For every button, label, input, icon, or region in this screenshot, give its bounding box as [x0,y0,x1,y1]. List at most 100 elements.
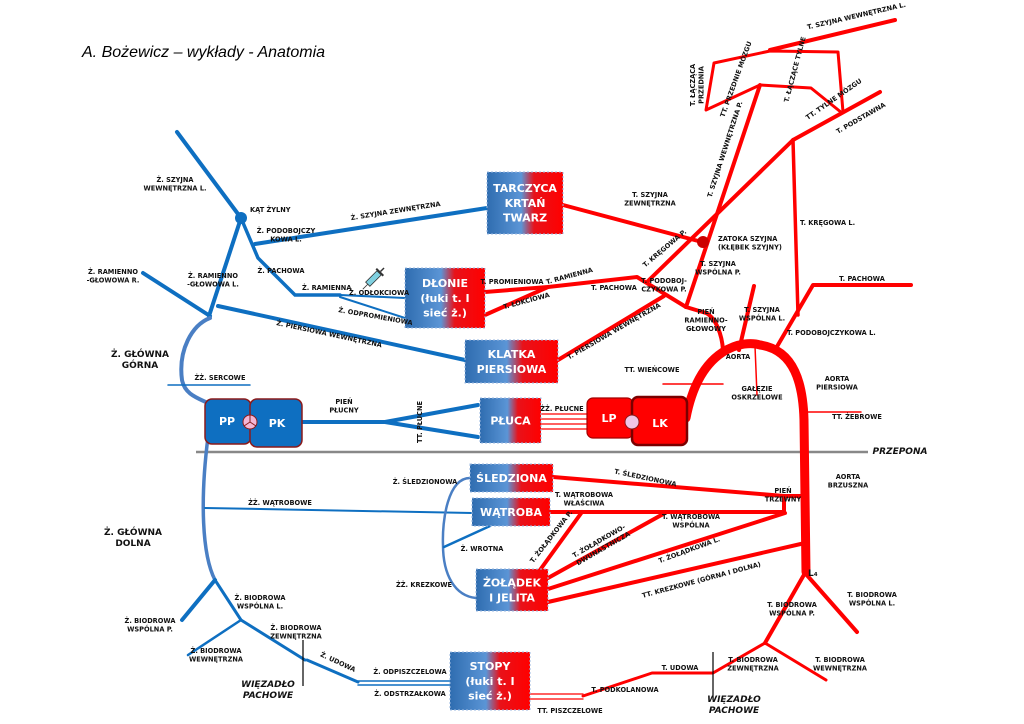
label-line: TT. PŁUCNE [416,401,424,443]
label-v-watrobowe: ŻŻ. WĄTROBOWE [248,498,312,507]
label-line: WSPÓLNA P. [769,609,815,618]
organ-box [471,497,551,527]
label-v-piersiowa: Ż. PIERSIOWA WEWNĘTRZNA [276,318,384,349]
label-line: TT. PISZCZELOWE [537,707,603,715]
label-line: ŻŻ. KREZKOWE [396,580,453,589]
organ-box [486,171,564,235]
label-line: T. BIODROWA [847,591,898,599]
label-a-podoboj-l: T. PODOBOJCZYKOWA L. [787,329,876,337]
label-a-udowa: T. UDOWA [662,664,700,672]
label-line: WSPÓLNA P. [695,268,741,277]
label-line: WŁAŚCIWA [564,499,606,508]
label-line: T. SZYJNA [632,191,669,199]
label-przepona: PRZEPONA [873,447,928,457]
label-line: WIĘZADŁO [707,695,761,705]
label-line: Ż. RAMIENNO [188,271,238,280]
venous-angle-dot [235,212,247,224]
label-line: RAMIENNO- [684,317,727,325]
label-line: Ż. ODŁOKCIOWA [349,288,410,297]
label-v-ram-glow-r: Ż. RAMIENNO-GŁOWOWA R. [87,267,140,285]
label-a-pachowa-p: T. PACHOWA [591,284,638,292]
label-a-zol-dwun: T. ŻOŁĄDKOWO-DWUNASTNICZA [570,521,632,567]
organ-box [404,267,486,329]
label-v-wrotna: Ż. WROTNA [461,544,505,553]
label-line: T. PODOBOJCZYKOWA L. [787,329,876,337]
label-a-tylne: TT. TYLNE MÓZGU [804,76,864,121]
heart-lp-label: LP [601,412,616,425]
label-line: Ż. RAMIENNA [302,283,352,292]
organ-sledziona: ŚLEDZIONA [469,463,554,493]
label-line: T. WĄTROBOWA [555,491,614,499]
label-line: BRZUSZNA [828,482,869,490]
label-line: Ż. WROTNA [461,544,505,553]
label-line: T. PACHOWA [591,284,638,292]
label-a-podkolanowa: T. PODKOLANOWA [591,686,659,694]
label-v-odstrzalkowa: Ż. ODSTRZAŁKOWA [374,689,446,698]
label-line: Ż. BIODROWA [271,623,323,632]
label-v-tt-plucne: TT. PŁUCNE [416,401,424,443]
syringe-icon [362,267,385,290]
label-line: T. ŁOKCIOWA [502,291,551,311]
label-line: L₄ [808,569,818,579]
label-line: ŻŻ. PŁUCNE [540,404,584,413]
organ-label: PŁUCA [490,414,531,427]
heart-pk-label: PK [269,417,286,430]
label-line: Ż. ODPISZCZELOWA [373,667,447,676]
organ-label: ŚLEDZIONA [476,472,547,485]
label-line: T. KRĘGOWA L. [800,219,855,227]
label-line: DOLNA [115,539,150,549]
label-a-kregowa-l: T. KRĘGOWA L. [800,219,855,227]
label-a-plucne: ŻŻ. PŁUCNE [540,404,584,413]
label-line: T. PODKOLANOWA [591,686,659,694]
label-line: Ż. UDOWA [319,650,358,675]
label-a-zebrowe: TT. ŻEBROWE [832,412,882,421]
label-line: KĄT ŻYLNY [250,205,291,214]
organ-label: sieć ż.) [468,689,512,702]
label-line: T. BIODROWA [767,601,818,609]
heart-pp-label: PP [219,415,235,428]
label-line: T. WĄTROBOWA [662,513,721,521]
label-line: T. UDOWA [662,664,700,672]
label-line: ZEWNĘTRZNA [624,200,676,208]
organ-label: sieć ż.) [423,306,467,319]
label-line: PACHOWE [709,706,760,716]
label-line: PŁUCNY [329,407,359,415]
label-line: GŁOWOWY [686,325,726,333]
label-line: T. SZYJNA [700,260,737,268]
label-v-kat: KĄT ŻYLNY [250,205,291,214]
label-line: GAŁĘZIE [742,385,773,393]
label-line: T. BIODROWA [815,656,866,664]
organ-label: STOPY [470,660,512,673]
page-title: A. Bożewicz – wykłady - Anatomia [81,44,325,61]
label-a-szyjna-wewn-l: T. SZYJNA WEWNĘTRZNA L. [806,1,906,32]
label-line: Ż. SZYJNA [157,175,195,184]
organ-label: KRTAŃ [505,197,546,210]
label-line: Ż. RAMIENNO [88,267,138,276]
label-line: Ż. ŚLEDZIONOWA [393,477,458,486]
label-line: ŻŻ. WĄTROBOWE [248,498,312,507]
label-line: -GŁOWOWA R. [87,277,140,285]
organ-pluca: PŁUCA [479,397,542,444]
organ-label: I JELITA [489,592,535,605]
label-v-pachowa: Ż. PACHOWA [258,266,306,275]
label-line: WEWNĘTRZNA [813,665,868,673]
label-a-promieniowa: T. PROMIENIOWA [481,278,545,286]
label-a-L4: L₄ [808,569,818,579]
carotid-sinus-dot [697,236,709,248]
